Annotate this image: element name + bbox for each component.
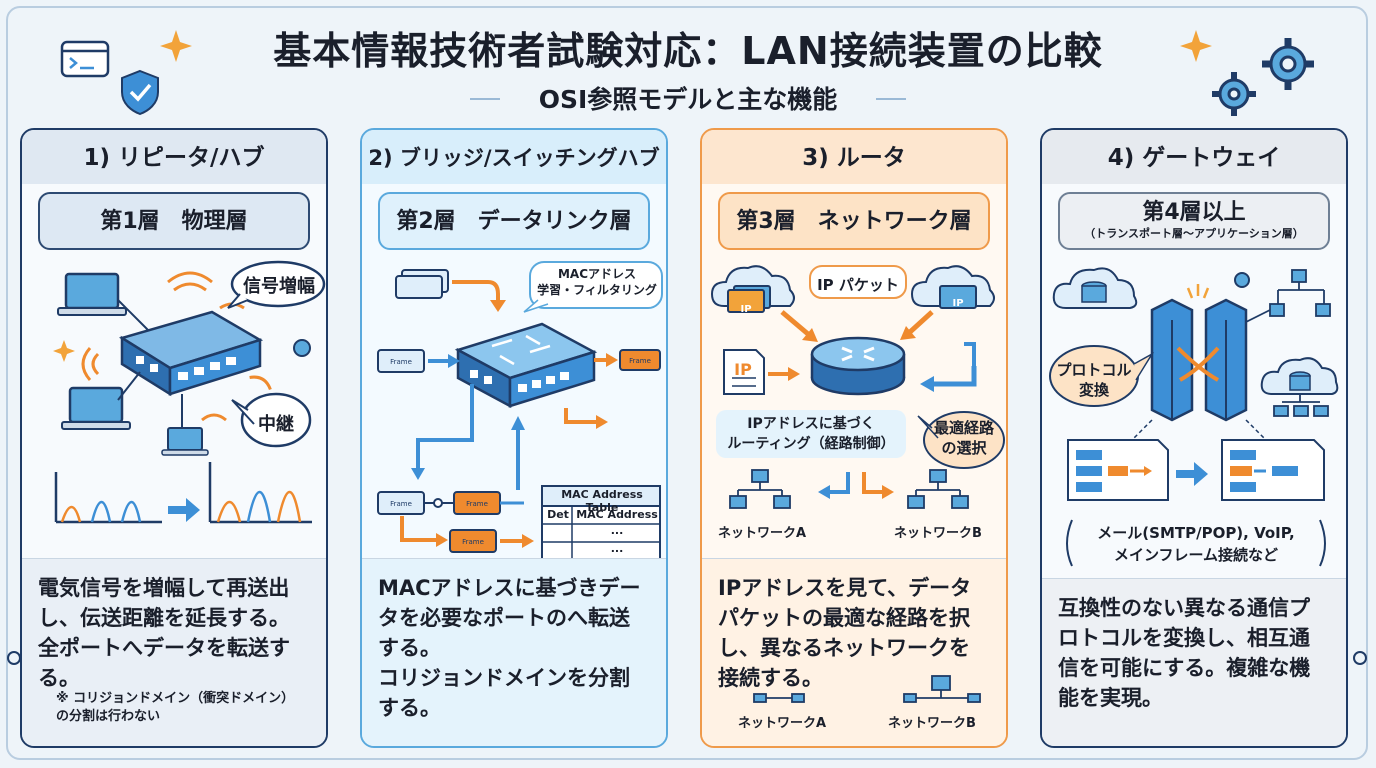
routing-label: IPアドレスに基づく ルーティング（経路制御）	[727, 416, 895, 452]
mac-table-header-det: Det	[547, 508, 569, 521]
hub-illustration	[53, 260, 326, 524]
column-heading: 4) ゲートウェイ	[1042, 130, 1346, 184]
hub-device-icon	[118, 310, 264, 397]
network-b-icon	[907, 469, 969, 509]
bubble-protocol-convert-label: プロトコル 変換	[1056, 361, 1132, 399]
column-heading: 2) ブリッジ/スイッチングハブ	[362, 130, 666, 184]
osi-layer-badge: 第1層 物理層	[38, 192, 310, 250]
network-a-label: ネットワークA	[737, 716, 827, 731]
subtitle-right-rule	[876, 98, 906, 100]
cloud-database-icon	[1260, 357, 1339, 395]
laptop-icon	[57, 272, 127, 316]
osi-layer-badge: 第3層 ネットワーク層	[718, 192, 990, 250]
mac-table-cell: ...	[610, 524, 624, 537]
ip-tag: IP	[952, 298, 964, 309]
sparkle-icon	[160, 30, 192, 62]
network-a-icon	[729, 469, 791, 509]
sparkle-icon	[53, 340, 75, 362]
description-text: MACアドレスに基づきデータを必要なポートのへ転送する。 コリジョンドメインを分…	[378, 576, 641, 720]
cloud-database-icon	[1052, 267, 1138, 309]
protocol-document-icon	[1067, 439, 1169, 501]
code-window-icon	[60, 40, 110, 78]
router-device-icon	[810, 336, 906, 396]
bubble-relay	[231, 392, 312, 448]
gear-icon	[1212, 72, 1256, 116]
ip-tag: IP	[734, 360, 752, 379]
column-description: 電気信号を増幅して再送出し、伝送距離を延長する。全ポートへデータを転送する。	[22, 558, 326, 746]
ip-tag: IP	[740, 304, 752, 315]
osi-layer-badge: 第4層以上 （トランスポート層～アプリケーション層）	[1058, 192, 1330, 250]
layer-title: 第4層以上	[1142, 200, 1246, 225]
svg-text:Frame: Frame	[390, 500, 412, 508]
shield-icon	[121, 69, 159, 116]
svg-text:Frame: Frame	[462, 538, 484, 546]
column-gateway: 4) ゲートウェイ 第4層以上 （トランスポート層～アプリケーション層）	[1040, 128, 1348, 748]
best-route-label: 最適経路 の選択	[933, 419, 994, 457]
layer-subtitle: （トランスポート層～アプリケーション層）	[1084, 227, 1304, 240]
cloud-icon	[710, 265, 795, 313]
network-b-label: ネットワークB	[894, 526, 982, 541]
cloud-icon	[910, 265, 995, 309]
router-illustration	[710, 265, 1005, 509]
bubble-relay-label: 中継	[258, 414, 294, 435]
column-description: 互換性のない異なる通信プロトコルを変換し、相互通信を可能にする。複雑な機能を実現…	[1042, 578, 1346, 746]
subtitle-left-rule	[470, 98, 500, 100]
sparkle-icon	[1180, 30, 1212, 62]
mac-table-cell: ...	[610, 542, 624, 555]
description-text: 電気信号を増幅して再送出し、伝送距離を延長する。全ポートへデータを転送する。	[38, 576, 290, 690]
signal-before-graph	[54, 472, 162, 524]
mac-table-header-mac: MAC Address	[576, 508, 658, 521]
signal-after-graph	[208, 462, 312, 524]
collision-note: ※ コリジョンドメイン（衝突ドメイン） の分割は行わない	[56, 690, 294, 726]
column-description: MACアドレスに基づきデータを必要なポートのへ転送する。 コリジョンドメインを分…	[362, 558, 666, 746]
switch-device-icon	[454, 322, 598, 409]
network-link-diagram	[753, 675, 981, 703]
column-heading: 3) ルータ	[702, 130, 1006, 184]
page-subtitle: OSI参照モデルと主な機能	[538, 85, 838, 114]
network-b-label: ネットワークB	[888, 716, 976, 731]
column-heading: 1) リピータ/ハブ	[22, 130, 326, 184]
laptop-icon	[61, 386, 131, 430]
bubble-mac-learning-label: MACアドレス 学習・フィルタリング	[537, 267, 657, 297]
bubble-signal-amplify-label: 信号増幅	[243, 276, 315, 297]
frame-label: Frame	[390, 358, 412, 366]
arrow-right-icon	[1176, 462, 1208, 486]
mac-address-table	[541, 485, 661, 560]
gear-icon	[7, 651, 21, 665]
description-text: 互換性のない異なる通信プロトコルを変換し、相互通信を可能にする。複雑な機能を実現…	[1058, 596, 1311, 710]
gear-icon	[1353, 651, 1367, 665]
column-description: IPアドレスを見て、データパケットの最適な経路を択し、異なるネットワークを接続す…	[702, 558, 1006, 746]
gear-icon	[1262, 38, 1314, 90]
column-repeater-hub: 1) リピータ/ハブ 第1層 物理層	[20, 128, 328, 748]
network-a-label: ネットワークA	[717, 526, 807, 541]
description-text: IPアドレスを見て、データパケットの最適な経路を択し、異なるネットワークを接続す…	[718, 576, 972, 690]
note-text: ※ コリジョンドメイン（衝突ドメイン） の分割は行わない	[56, 691, 295, 724]
packet-label: IP パケット	[817, 276, 899, 294]
column-router: 3) ルータ 第3層 ネットワーク層	[700, 128, 1008, 748]
gear-icon	[1234, 272, 1250, 288]
bubble-mac-learning	[523, 261, 663, 313]
network-tree-icon	[1245, 269, 1331, 323]
osi-layer-badge: 第2層 データリンク層	[378, 192, 650, 250]
gateway-illustration	[1049, 267, 1339, 567]
protocol-document-icon	[1221, 439, 1325, 501]
server-icon	[1150, 298, 1194, 422]
gear-icon	[293, 339, 311, 357]
svg-text:Frame: Frame	[629, 357, 651, 365]
bubble-signal-amplify	[227, 260, 326, 309]
page-frame	[6, 6, 1368, 760]
arrow-right-icon	[168, 498, 200, 522]
gateway-examples: メール(SMTP/POP), VoIP, メインフレーム接続など	[1097, 524, 1295, 564]
laptop-icon	[161, 427, 209, 456]
server-icon	[1204, 298, 1248, 422]
page-title: 基本情報技術者試験対応：LAN接続装置の比較	[273, 29, 1103, 73]
signal-wave-icon	[81, 271, 272, 422]
switch-illustration: Frame Frame Frame Frame Frame	[377, 261, 663, 560]
svg-text:Frame: Frame	[466, 500, 488, 508]
mac-table-title: MAC Address Table	[561, 488, 643, 514]
ip-document-icon	[723, 349, 765, 395]
column-bridge-switch: 2) ブリッジ/スイッチングハブ 第2層 データリンク層	[360, 128, 668, 748]
